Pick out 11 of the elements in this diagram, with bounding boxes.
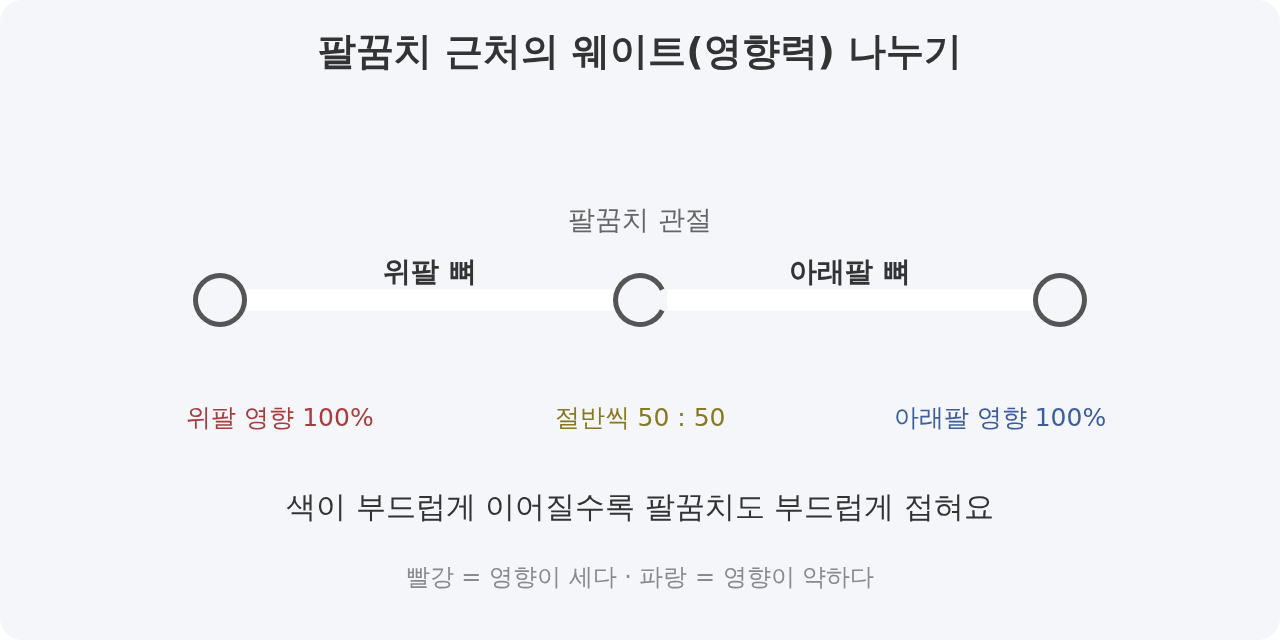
bone-label: 위팔 뼈 — [383, 254, 477, 289]
influence-label: 절반씩 50 : 50 — [554, 403, 726, 433]
joint-label: 팔꿈치 관절 — [568, 204, 712, 237]
influence-label: 아래팔 영향 100% — [893, 403, 1107, 433]
note-text: 빨강 = 영향이 세다 · 파랑 = 영향이 약하다 — [405, 563, 875, 592]
explanation-text: 색이 부드럽게 이어질수록 팔꿈치도 부드럽게 접혀요 — [286, 489, 994, 525]
bone-label: 아래팔 뼈 — [789, 254, 911, 289]
diagram-title: 팔꿈치 근처의 웨이트(영향력) 나누기 — [317, 29, 963, 75]
bone-bar — [247, 289, 613, 311]
bone-bar — [667, 289, 1033, 311]
influence-label: 위팔 영향 100% — [186, 403, 374, 433]
